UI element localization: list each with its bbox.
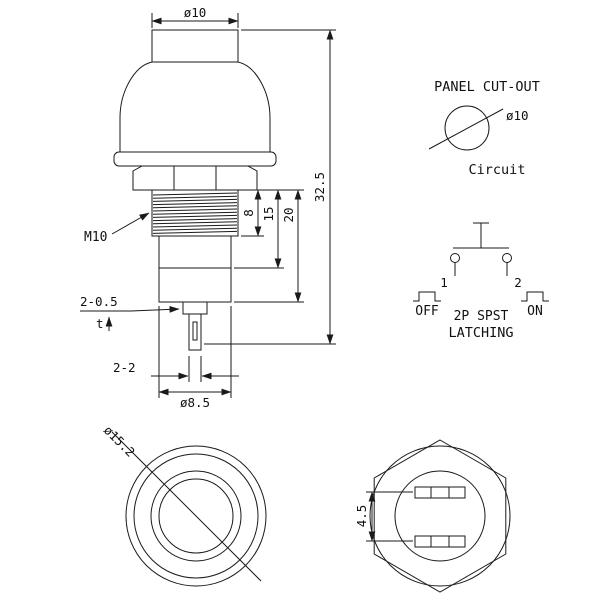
on-label: ON: [527, 304, 543, 319]
rear-hex-nut: [373, 439, 507, 593]
off-state-symbol: [413, 291, 441, 302]
terminal-width-label: 2-2: [113, 360, 136, 375]
panel-cutout-title: PANEL CUT-OUT: [434, 79, 540, 95]
terminal-2-label: 2: [514, 275, 522, 290]
dim-15: 15: [234, 189, 284, 269]
dim-8: 8: [241, 189, 264, 237]
dim-20: 20: [234, 189, 304, 303]
terminal-1-label: 1: [440, 275, 448, 290]
rear-flange-circle: [369, 445, 511, 587]
hex-nut-side: [132, 165, 258, 191]
dim-body-diameter: ø8.5: [158, 306, 232, 410]
dome-body-outline: [119, 61, 271, 152]
dim-cap-diameter: ø10: [151, 5, 239, 28]
off-label: OFF: [415, 304, 439, 319]
cutout-hole-diameter-label: ø10: [506, 108, 529, 123]
button-cap-outline: [151, 29, 239, 62]
contact-terminal-2: [502, 253, 512, 263]
thread-hatching: [152, 192, 238, 234]
front-view: ø15.2: [101, 423, 267, 587]
circuit-diagram: 1 2 OFF ON 2P SPST LATCHING: [413, 222, 549, 341]
solder-terminal: [188, 313, 202, 351]
bottom-step: [159, 301, 231, 315]
slot-callout: 2-0.5 t: [80, 294, 180, 331]
thread-label: M10: [84, 230, 107, 245]
dim-total-height: 32.5: [204, 29, 336, 345]
bezel-flange: [113, 151, 277, 167]
front-outer-circle: [125, 445, 267, 587]
thread-callout: M10: [84, 212, 150, 245]
cutout-hole-circle: [444, 105, 490, 151]
cutout-diameter-line: [428, 108, 504, 150]
contact-terminal-1: [450, 253, 460, 263]
dim-terminal-spacing-label: 4.5: [354, 505, 369, 528]
front-button-circle: [150, 470, 242, 562]
circuit-caption: Circuit: [469, 162, 526, 178]
on-state-symbol: [521, 291, 549, 302]
side-view-dimensions: ø10 32.5 20 15 8 M: [80, 5, 336, 410]
slot-thickness-label: t: [96, 316, 104, 331]
front-button-inner-circle: [158, 478, 234, 554]
terminal-slot-hole: [192, 321, 198, 341]
dim-terminal-spacing: 4.5: [354, 491, 413, 542]
rear-bushing-circle: [394, 470, 486, 562]
switch-type-label: 2P SPST: [454, 309, 509, 324]
front-bezel-circle: [133, 453, 259, 579]
dim-8-label: 8: [241, 209, 256, 217]
lower-housing: [158, 235, 232, 303]
terminal-width-dim: 2-2: [113, 356, 239, 382]
slot-label: 2-0.5: [80, 294, 118, 309]
dim-15-label: 15: [261, 206, 276, 221]
dim-20-label: 20: [281, 207, 296, 222]
rear-terminal-1: [414, 486, 466, 499]
dim-total-height-label: 32.5: [312, 172, 327, 202]
switch-action-label: LATCHING: [448, 325, 513, 341]
rear-terminal-2: [414, 535, 466, 548]
front-diameter-label: ø15.2: [101, 423, 138, 460]
panel-cutout-view: PANEL CUT-OUT ø10 Circuit: [428, 79, 540, 178]
dim-body-diameter-label: ø8.5: [180, 395, 210, 410]
side-view: [113, 29, 277, 351]
dim-cap-diameter-label: ø10: [184, 5, 207, 20]
rear-view: 4.5: [354, 439, 511, 593]
front-diameter-line: [111, 431, 262, 582]
